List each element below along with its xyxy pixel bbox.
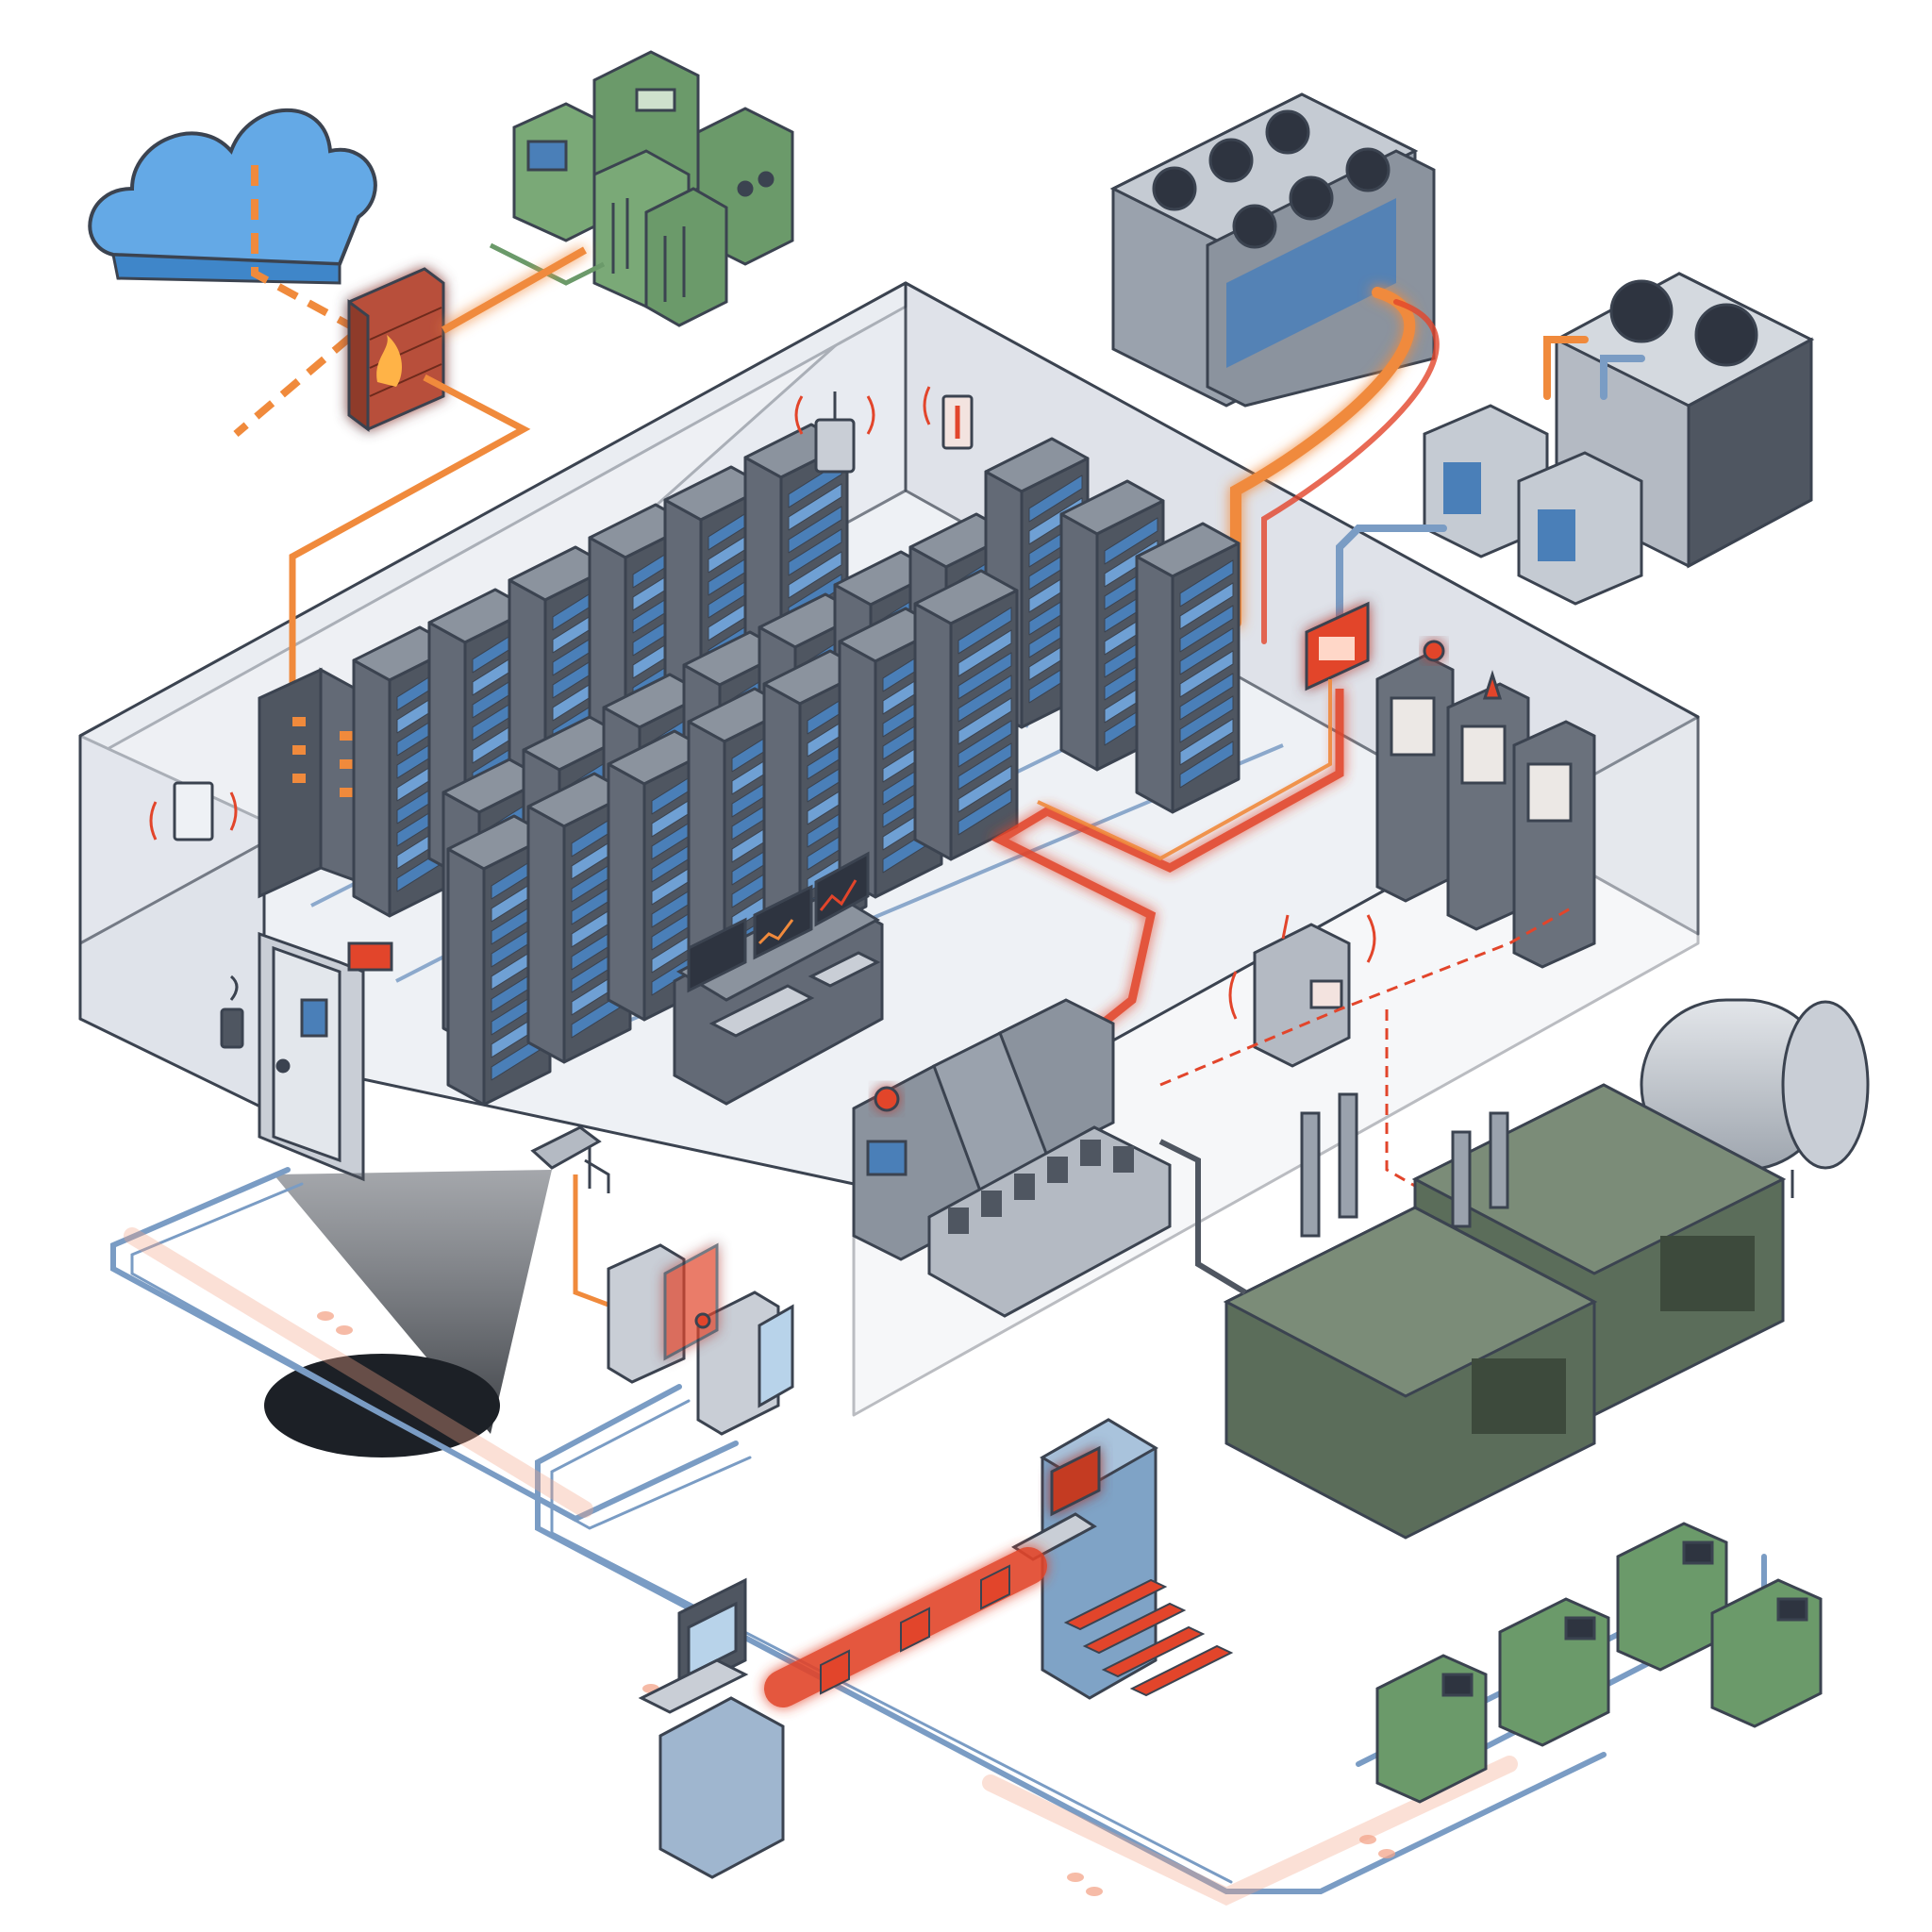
turnstile-gate — [607, 1242, 794, 1436]
generator-cable — [1158, 1139, 1247, 1295]
keyboard-icon — [638, 1658, 749, 1714]
plc-controllers — [1375, 1522, 1823, 1804]
security-camera — [530, 1125, 610, 1193]
keyboard-icon — [708, 951, 881, 1038]
server-blade — [958, 720, 1012, 768]
server-blade — [1179, 650, 1234, 698]
server-racks — [352, 423, 1241, 1107]
entry-door — [258, 931, 393, 1182]
fire-icon — [376, 335, 402, 387]
camera-beam — [274, 1170, 552, 1434]
camera-cable — [573, 1174, 614, 1309]
pdu-cabinet — [1375, 640, 1455, 903]
server-blade — [958, 607, 1012, 655]
battery-cell-icon — [948, 1140, 1134, 1234]
server-blade — [958, 652, 1012, 700]
server-blade — [788, 483, 842, 531]
power-distribution-units — [1375, 640, 1596, 969]
server-blade — [958, 629, 1012, 677]
small-cooling-units — [1423, 404, 1643, 606]
monitoring-console — [673, 851, 884, 1106]
wifi-access-point — [794, 391, 875, 474]
alarm-beacon-icon — [1423, 640, 1445, 662]
patch-port-icon — [292, 717, 353, 797]
server-blade — [1179, 605, 1234, 653]
external-server — [644, 187, 728, 327]
server-blade — [1104, 517, 1158, 565]
laser-barrier — [663, 1242, 719, 1361]
temperature-alarm-panel — [1305, 601, 1370, 691]
server-blade — [1179, 695, 1234, 743]
server-rack — [1135, 522, 1241, 814]
cooling-fan-icon — [1609, 279, 1758, 367]
trend-graph-icon — [819, 879, 858, 911]
server-blade — [958, 697, 1012, 745]
green-server-link — [489, 242, 606, 286]
cloud-dashed-link — [233, 165, 366, 438]
server-blade — [1179, 627, 1234, 675]
server-blade — [788, 551, 842, 599]
dashed-control-link — [1159, 904, 1576, 1087]
backup-generators — [1223, 1083, 1787, 1540]
wireless-signal-icon — [229, 974, 239, 1001]
gate-panel — [758, 1304, 794, 1408]
server-blade — [1179, 673, 1234, 721]
server-blade — [958, 742, 1012, 791]
keycard-reader — [220, 974, 244, 1049]
external-server — [512, 102, 615, 242]
generator — [1223, 1092, 1598, 1540]
server-blade — [788, 506, 842, 554]
chiller-units — [1109, 92, 1436, 408]
cloud — [88, 108, 377, 285]
server-blade — [1179, 718, 1234, 766]
server-blade — [958, 765, 1012, 813]
server-blade — [1179, 582, 1234, 630]
server-rack — [913, 569, 1019, 861]
battery-rack — [927, 1125, 1172, 1318]
access-alert-sign — [347, 941, 393, 972]
firewall — [347, 267, 445, 432]
monitor-screen — [687, 851, 870, 993]
wireless-signal-icon — [794, 395, 875, 435]
wall-sensor — [149, 781, 238, 841]
fuel-tank — [1640, 998, 1870, 1198]
server-blade — [1179, 559, 1234, 608]
firewall-to-servers-link — [441, 246, 587, 334]
alarm-beacon-icon — [874, 1086, 900, 1112]
plc-module — [1375, 1654, 1488, 1804]
server-blade — [1028, 475, 1083, 523]
kiosk-screen — [1050, 1445, 1101, 1517]
server-blade — [958, 675, 1012, 723]
power-cable — [991, 689, 1344, 1041]
chiller-fan-icon — [1152, 109, 1391, 249]
plc-module — [1498, 1597, 1610, 1747]
alert-flag-icon — [820, 1564, 1010, 1695]
server-blade — [958, 788, 1012, 836]
external-servers — [512, 50, 794, 327]
plc-module — [1710, 1578, 1823, 1728]
door-handle-icon — [275, 1058, 291, 1074]
power-cable-secondary — [1037, 679, 1332, 861]
log-records — [1063, 1578, 1234, 1697]
ups-battery-bank — [852, 998, 1172, 1318]
plc-module — [1616, 1522, 1728, 1672]
server-rack — [446, 814, 552, 1107]
firewall-to-rack-link — [289, 374, 531, 698]
pdu-cabinet — [1512, 720, 1596, 969]
server-blade — [788, 528, 842, 576]
log-terminal — [638, 1577, 785, 1879]
wireless-control-box — [1228, 914, 1376, 1068]
alarm-beacon-icon — [694, 1312, 711, 1329]
cooling-pipes — [1230, 287, 1645, 644]
server-blade — [1179, 741, 1234, 789]
wireless-signal-icon — [1228, 914, 1376, 1020]
temperature-sensor — [923, 386, 974, 450]
